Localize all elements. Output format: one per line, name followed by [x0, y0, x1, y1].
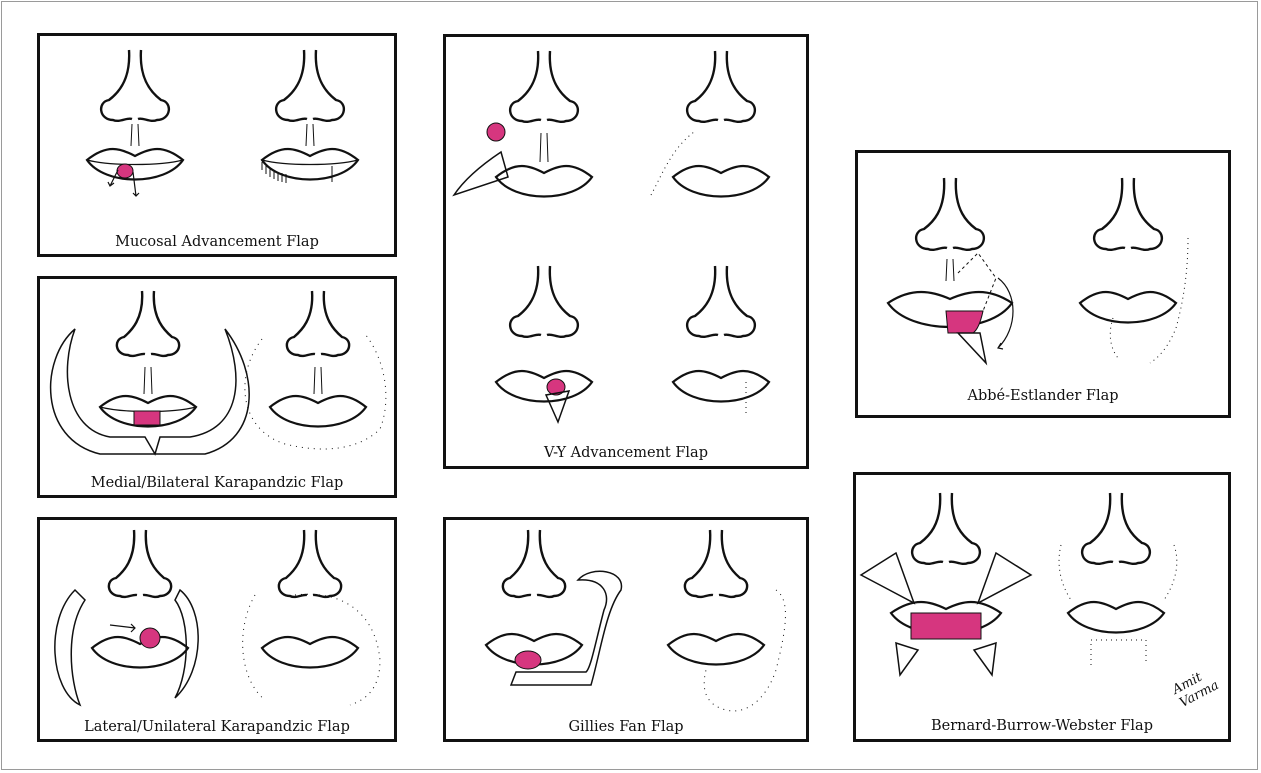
- nose-icon: [685, 530, 747, 597]
- suture-line-icon: [1059, 545, 1177, 665]
- flap-hatch-icon: [546, 391, 569, 422]
- panel-medial-karapandzic-flap: Medial/Bilateral Karapandzic Flap: [37, 276, 397, 498]
- lips-icon: [92, 637, 188, 668]
- lips-icon: [673, 166, 769, 197]
- caption-medial-karapandzic-flap: Medial/Bilateral Karapandzic Flap: [40, 475, 394, 491]
- panel-vy-advancement-flap: V-Y Advancement Flap: [443, 34, 809, 469]
- lips-icon: [673, 371, 769, 402]
- panel-abbe-estlander-flap: Abbé-Estlander Flap: [855, 150, 1231, 418]
- nose-icon: [117, 291, 179, 394]
- caption-lateral-karapandzic-flap: Lateral/Unilateral Karapandzic Flap: [40, 719, 394, 735]
- lesion-icon: [946, 311, 983, 333]
- nose-icon: [1082, 493, 1150, 564]
- panel-mucosal-advancement-flap: Mucosal Advancement Flap: [37, 33, 397, 257]
- caption-vy-advancement-flap: V-Y Advancement Flap: [446, 445, 806, 461]
- nose-icon: [287, 291, 349, 394]
- suture-line-icon: [245, 334, 386, 449]
- lesion-icon: [140, 628, 160, 648]
- lips-icon: [1068, 602, 1164, 633]
- lips-icon: [1080, 292, 1176, 323]
- nose-icon: [912, 493, 980, 564]
- panel-bernard-burrow-webster-flap: Amit Varma Bernard-Burrow-Webster Flap: [853, 472, 1231, 742]
- panel-lateral-drawing: [40, 520, 394, 739]
- lesion-icon: [117, 164, 133, 178]
- panel-gillies-drawing: [446, 520, 806, 739]
- nose-icon: [687, 266, 755, 337]
- lips-icon: [496, 166, 592, 197]
- lesion-icon: [515, 651, 541, 669]
- nose-icon: [510, 51, 578, 162]
- flap-hatch-icon: [51, 329, 250, 454]
- nose-icon: [101, 50, 169, 146]
- nose-icon: [687, 51, 755, 122]
- nose-icon: [1094, 178, 1162, 250]
- panel-abbe-drawing: [858, 153, 1228, 415]
- nose-icon: [279, 530, 341, 597]
- nose-icon: [503, 530, 565, 597]
- nose-icon: [276, 50, 344, 146]
- lips-icon: [668, 634, 764, 665]
- flap-hatch-icon: [958, 333, 986, 363]
- lesion-icon: [134, 411, 160, 425]
- nose-icon: [109, 530, 171, 597]
- lips-icon: [496, 371, 592, 402]
- caption-gillies-fan-flap: Gillies Fan Flap: [446, 719, 806, 735]
- lesion-icon: [911, 613, 981, 639]
- arrow-icon: [110, 624, 135, 632]
- panel-bernard-drawing: [856, 475, 1228, 739]
- lips-icon: [270, 396, 366, 427]
- lips-icon: [262, 637, 358, 668]
- caption-mucosal-advancement-flap: Mucosal Advancement Flap: [40, 234, 394, 250]
- suture-line-icon: [704, 590, 785, 711]
- panel-medial-drawing: [40, 279, 394, 495]
- flap-hatch-icon: [55, 590, 198, 705]
- lips-icon: [87, 149, 183, 180]
- suture-line-icon: [651, 132, 694, 195]
- nose-icon: [916, 178, 984, 281]
- caption-abbe-estlander-flap: Abbé-Estlander Flap: [858, 388, 1228, 404]
- suture-line-icon: [1110, 238, 1188, 363]
- panel-lateral-karapandzic-flap: Lateral/Unilateral Karapandzic Flap: [37, 517, 397, 742]
- panel-mucosal-drawing: [40, 36, 394, 254]
- caption-bernard-burrow-webster-flap: Bernard-Burrow-Webster Flap: [856, 718, 1228, 734]
- lesion-icon: [487, 123, 505, 141]
- panel-gillies-fan-flap: Gillies Fan Flap: [443, 517, 809, 742]
- nose-icon: [510, 266, 578, 337]
- panel-vy-drawing: [446, 37, 806, 466]
- lips-icon: [262, 149, 358, 180]
